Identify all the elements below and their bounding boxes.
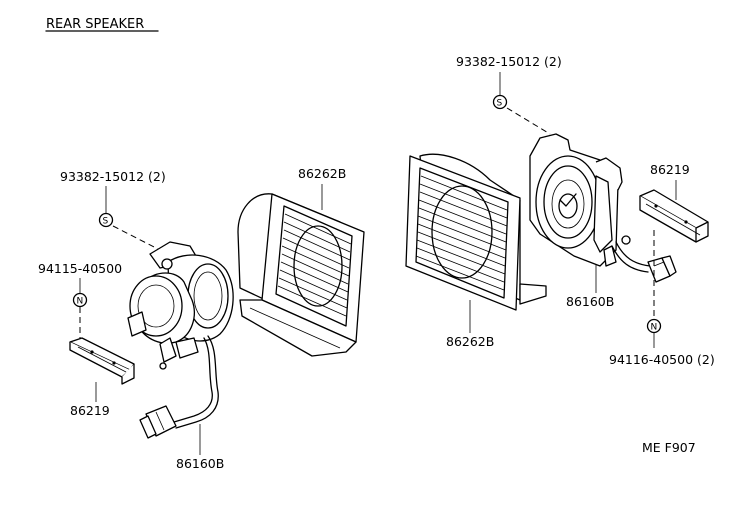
left-bracket-86219 [69, 337, 135, 385]
right-speaker-unit [529, 133, 631, 267]
figure-code: ME F907 [642, 440, 696, 455]
nut-symbol-right: N [646, 318, 662, 334]
dashed-screw-path-left [112, 225, 161, 251]
screw-symbol-left: S [98, 212, 114, 228]
right-bracket-86219 [639, 189, 709, 243]
label-left-nut: 94115-40500 [38, 261, 122, 276]
label-right-screw: 93382-15012 (2) [456, 54, 562, 69]
right-speaker-wire-2 [615, 241, 651, 267]
right-speaker-wire [611, 245, 649, 273]
label-right-grille: 86262B [446, 334, 494, 349]
svg-text:S: S [497, 99, 503, 109]
label-left-bracket: 86219 [70, 403, 110, 418]
nut-symbol-left: N [72, 292, 88, 308]
left-speaker-wire-2 [173, 337, 213, 423]
diagram-title: REAR SPEAKER [46, 17, 144, 32]
left-speaker-wire [175, 335, 219, 429]
screw-symbol-right: S [492, 94, 508, 110]
left-wire-connector [139, 405, 177, 439]
right-grille-86262b [405, 153, 547, 311]
left-speaker-unit [127, 241, 234, 370]
dashed-screw-path-right [506, 107, 551, 135]
label-left-screw: 93382-15012 (2) [60, 169, 166, 184]
svg-text:N: N [651, 323, 658, 333]
label-left-speaker: 86160B [176, 456, 224, 471]
label-right-bracket: 86219 [650, 162, 690, 177]
svg-text:N: N [77, 297, 84, 307]
label-center-grille: 86262B [298, 166, 346, 181]
center-grille-86262b [237, 193, 365, 357]
right-wire-connector [647, 255, 677, 283]
label-right-nut: 94116-40500 (2) [609, 352, 715, 367]
label-right-speaker: 86160B [566, 294, 614, 309]
svg-text:S: S [103, 217, 109, 227]
